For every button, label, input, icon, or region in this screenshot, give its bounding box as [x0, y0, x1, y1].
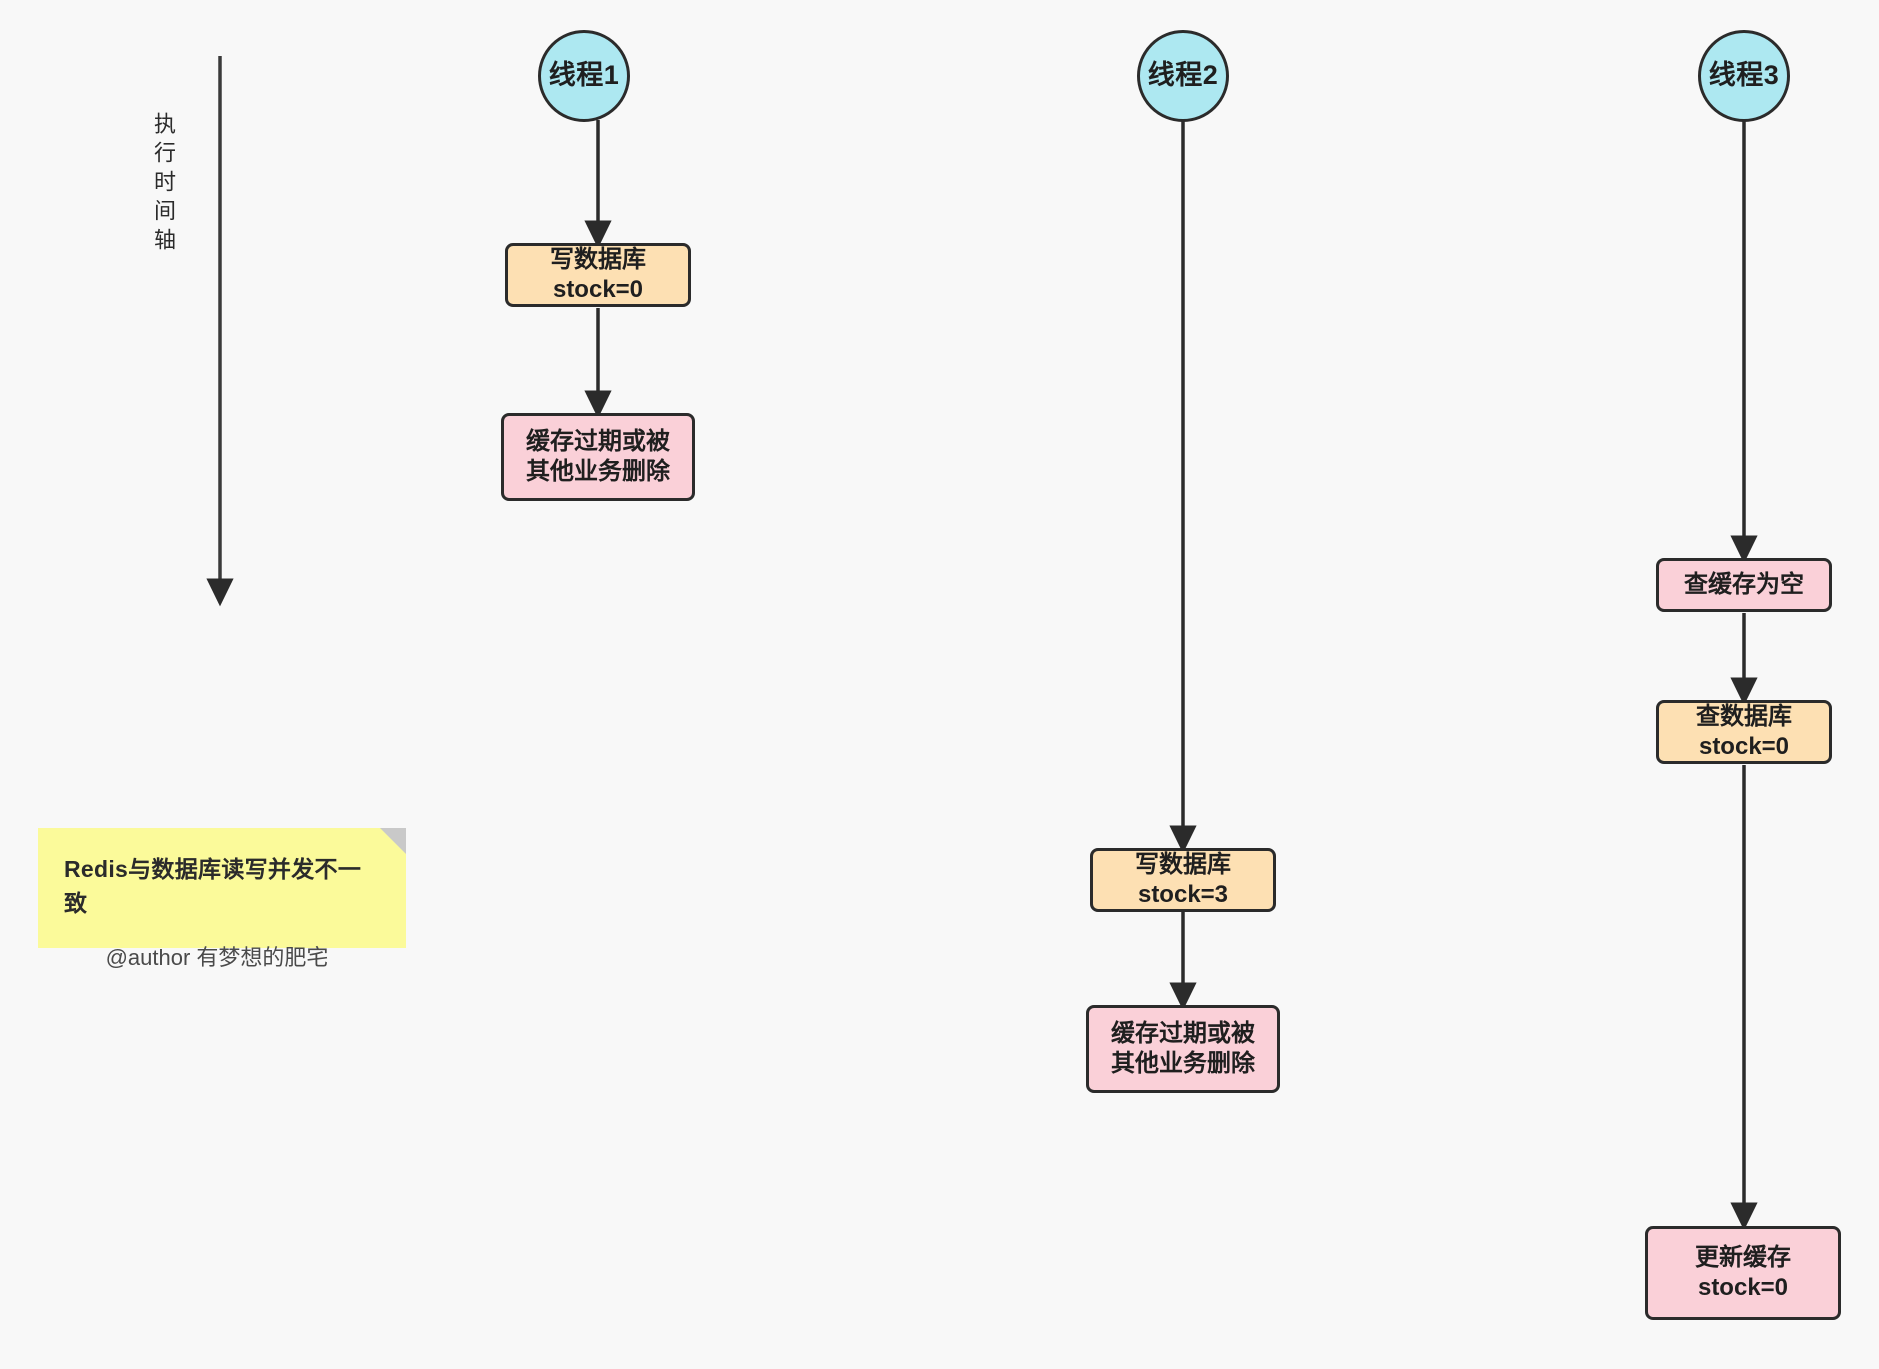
- step-t2-cache-expired[interactable]: 缓存过期或被 其他业务删除: [1086, 1005, 1280, 1093]
- step-line: stock=3: [1137, 881, 1229, 908]
- step-line: 查数据库: [1696, 703, 1792, 730]
- step-line: 查缓存为空: [1684, 571, 1804, 598]
- step-line: stock=0: [1697, 1274, 1789, 1301]
- step-line: 更新缓存: [1695, 1244, 1791, 1271]
- step-t3-read-db[interactable]: 查数据库 stock=0: [1656, 700, 1832, 764]
- thread-title: 线程1: [548, 60, 620, 91]
- timeline-label: 执行时间轴: [151, 112, 176, 257]
- sticky-note: Redis与数据库读写并发不一致 @author 有梦想的肥宅: [38, 828, 406, 970]
- step-t1-write-db[interactable]: 写数据库 stock=0: [505, 243, 691, 307]
- step-t1-cache-expired[interactable]: 缓存过期或被 其他业务删除: [501, 413, 695, 501]
- step-line: 缓存过期或被: [1111, 1020, 1255, 1047]
- thread-node-线程2[interactable]: 线程2: [1137, 30, 1229, 122]
- step-t3-cache-empty[interactable]: 查缓存为空: [1656, 558, 1832, 612]
- step-line: stock=0: [552, 276, 644, 303]
- thread-title: 线程2: [1147, 60, 1219, 91]
- step-t3-update-cache[interactable]: 更新缓存 stock=0: [1645, 1226, 1841, 1320]
- note-folded-corner-icon: [380, 828, 406, 854]
- thread-node-线程3[interactable]: 线程3: [1698, 30, 1790, 122]
- thread-node-线程1[interactable]: 线程1: [538, 30, 630, 122]
- step-line: 其他业务删除: [1111, 1050, 1255, 1077]
- step-line: 缓存过期或被: [526, 428, 670, 455]
- step-t2-write-db[interactable]: 写数据库 stock=3: [1090, 848, 1276, 912]
- step-line: 其他业务删除: [526, 458, 670, 485]
- step-line: 写数据库: [1135, 851, 1231, 878]
- note-author: @author 有梦想的肥宅: [105, 945, 329, 970]
- note-title: Redis与数据库读写并发不一致: [64, 856, 362, 916]
- step-line: stock=0: [1698, 733, 1790, 760]
- step-line: 写数据库: [550, 246, 646, 273]
- thread-title: 线程3: [1708, 60, 1780, 91]
